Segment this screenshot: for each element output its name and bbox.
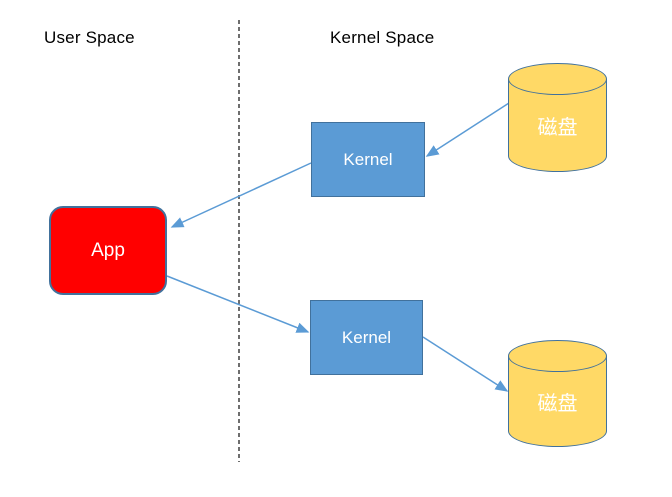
arrow-kernel-bottom-to-disk-bottom	[422, 336, 509, 392]
arrow-app-to-kernel-bottom	[166, 275, 310, 333]
app-label: App	[91, 239, 125, 261]
disk-cylinder-bottom: 磁盘	[508, 340, 607, 447]
arrow-disk-top-to-kernel-top	[425, 102, 510, 157]
disk-bottom-ellipse	[508, 340, 607, 372]
arrow-kernel-top-to-app	[170, 162, 312, 228]
user-space-label: User Space	[44, 28, 135, 47]
disk-bottom-label: 磁盘	[537, 392, 578, 415]
kernel-box-top: Kernel	[311, 122, 425, 197]
kernel-top-label: Kernel	[343, 149, 393, 169]
disk-top-ellipse	[508, 63, 607, 95]
kernel-box-bottom: Kernel	[310, 300, 423, 375]
kernel-bottom-label: Kernel	[341, 327, 392, 347]
kernel-space-label: Kernel Space	[330, 28, 435, 47]
app-box: App	[49, 206, 167, 295]
disk-top-label: 磁盘	[537, 116, 578, 139]
disk-cylinder-top: 磁盘	[508, 63, 607, 172]
